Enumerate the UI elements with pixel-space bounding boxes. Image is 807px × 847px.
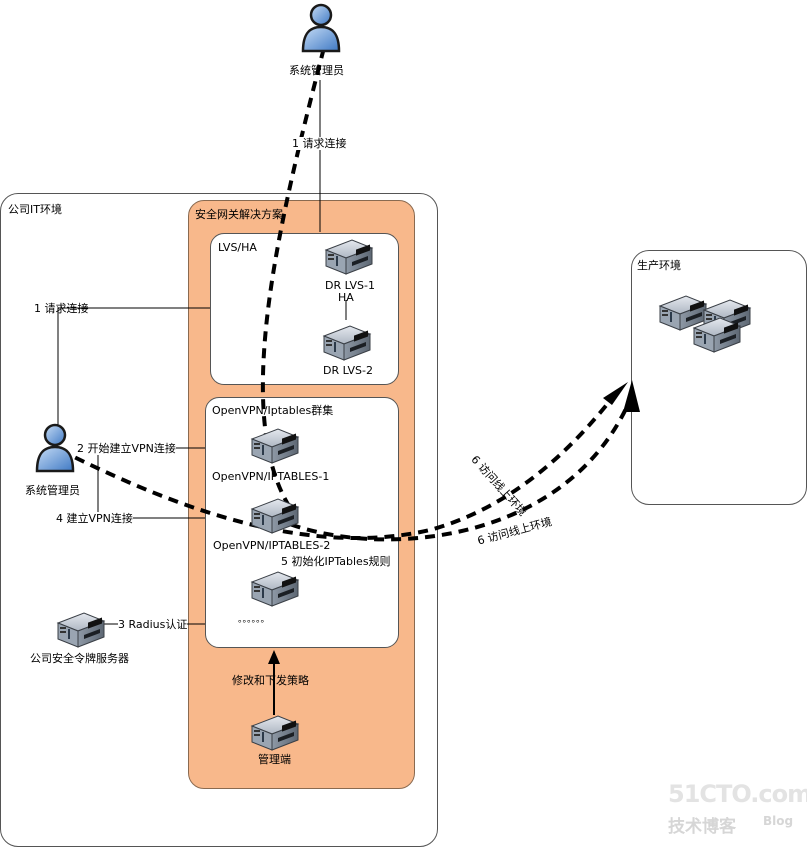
- dr-lvs1-server-icon: [325, 239, 373, 275]
- management-label: 管理端: [258, 753, 291, 766]
- dr-lvs1-label: DR LVS-1: [325, 279, 376, 292]
- lvs-ha-label: LVS/HA: [218, 241, 257, 254]
- openvpn3-server-icon: [251, 571, 299, 607]
- production-server-icon: [693, 317, 741, 353]
- local-admin-icon: [35, 423, 75, 473]
- openvpn1-label: OpenVPN/IPTABLES-1: [212, 470, 330, 483]
- arrow-policy: [268, 650, 280, 664]
- request-remote-label: 1 请求连接: [292, 137, 347, 150]
- openvpn2-server-icon: [251, 498, 299, 534]
- production-zone: [631, 250, 807, 505]
- request-local-label: 1 请求连接: [34, 302, 89, 315]
- dr-lvs2-label: DR LVS-2: [323, 364, 374, 377]
- watermark-site: 51CTO.com: [668, 780, 807, 808]
- remote-admin-label: 系统管理员: [289, 64, 344, 77]
- openvpn1-server-icon: [251, 428, 299, 464]
- remote-admin-icon: [301, 3, 341, 53]
- production-zone-label: 生产环境: [637, 259, 681, 272]
- radius-label: 3 Radius认证: [118, 618, 188, 631]
- openvpn2-label: OpenVPN/IPTABLES-2: [213, 539, 331, 552]
- token-server-label: 公司安全令牌服务器: [30, 652, 129, 665]
- dashed-path-access-2: [258, 399, 632, 542]
- dashed-path-remote: [260, 31, 330, 517]
- management-server-icon: [251, 715, 299, 751]
- arrow-access-1: [603, 382, 628, 405]
- dr-lvs2-server-icon: [323, 325, 371, 361]
- cluster-ellipsis: 。。。。。。: [238, 615, 270, 625]
- watermark-blog-cn: 技术博客: [668, 817, 736, 837]
- company-it-zone-label: 公司IT环境: [8, 203, 62, 216]
- init-iptables-label: 5 初始化IPTables规则: [281, 555, 391, 568]
- watermark-blog-en: Blog: [763, 814, 794, 828]
- arrow-access-2: [623, 380, 640, 412]
- local-admin-label: 系统管理员: [25, 484, 80, 497]
- openvpn-cluster-zone: [205, 397, 399, 648]
- policy-label: 修改和下发策略: [232, 674, 309, 687]
- openvpn-cluster-label: OpenVPN/Iptables群集: [212, 404, 334, 417]
- ha-label: HA: [338, 291, 354, 304]
- establish-vpn-label: 4 建立VPN连接: [56, 512, 133, 525]
- start-vpn-label: 2 开始建立VPN连接: [77, 442, 176, 455]
- token-server-icon: [57, 612, 105, 648]
- security-gateway-label: 安全网关解决方案: [195, 208, 283, 221]
- dashed-path-access-1: [59, 386, 622, 540]
